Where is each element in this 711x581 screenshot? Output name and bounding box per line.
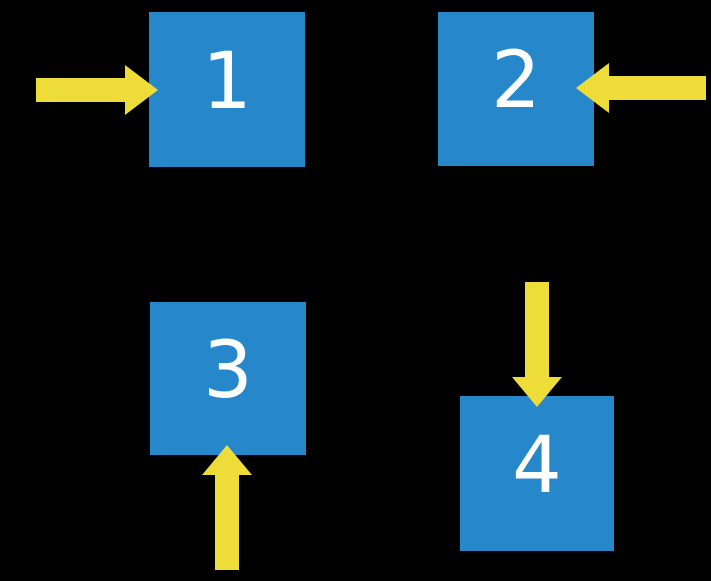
- box-2-label: 2: [491, 36, 541, 126]
- box-3-label: 3: [203, 325, 253, 416]
- box-1-label: 1: [202, 36, 252, 127]
- box-4: 4: [460, 396, 614, 551]
- arrow-right-icon: [36, 65, 158, 115]
- box-1: 1: [149, 12, 305, 167]
- box-4-label: 4: [512, 420, 562, 511]
- arrow-left-icon: [576, 63, 706, 113]
- box-3: 3: [150, 302, 306, 455]
- arrow-down-icon: [512, 282, 562, 407]
- box-2: 2: [438, 12, 594, 166]
- arrow-up-icon: [202, 445, 252, 570]
